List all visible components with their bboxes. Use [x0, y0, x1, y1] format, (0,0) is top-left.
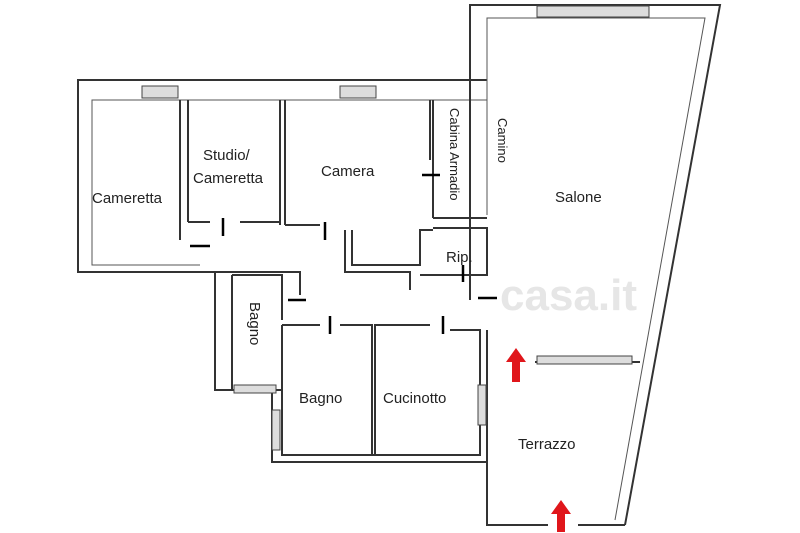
entrance-arrows: [506, 348, 571, 532]
label-camera: Camera: [321, 163, 375, 180]
arrow-up-icon: [506, 348, 526, 382]
door-marks: [190, 173, 497, 334]
walls: [77, 4, 722, 526]
label-cameretta: Cameretta: [92, 190, 163, 207]
label-studio-line1: Studio/: [203, 147, 251, 164]
label-bagno-small: Bagno: [246, 302, 263, 345]
windows: [141, 5, 650, 451]
label-cabina-armadio: Cabina Armadio: [447, 108, 462, 201]
label-cucinotto: Cucinotto: [383, 390, 446, 407]
label-salone: Salone: [555, 189, 602, 206]
room-labels: Cameretta Studio/ Cameretta Camera Cabin…: [92, 108, 602, 453]
label-studio-line2: Cameretta: [193, 170, 264, 187]
label-camino: Camino: [495, 118, 510, 163]
label-ripostiglio: Rip.: [446, 249, 473, 266]
watermark: casa.it: [500, 271, 637, 320]
label-terrazzo: Terrazzo: [518, 436, 576, 453]
label-bagno: Bagno: [299, 390, 342, 407]
arrow-up-icon: [551, 500, 571, 532]
